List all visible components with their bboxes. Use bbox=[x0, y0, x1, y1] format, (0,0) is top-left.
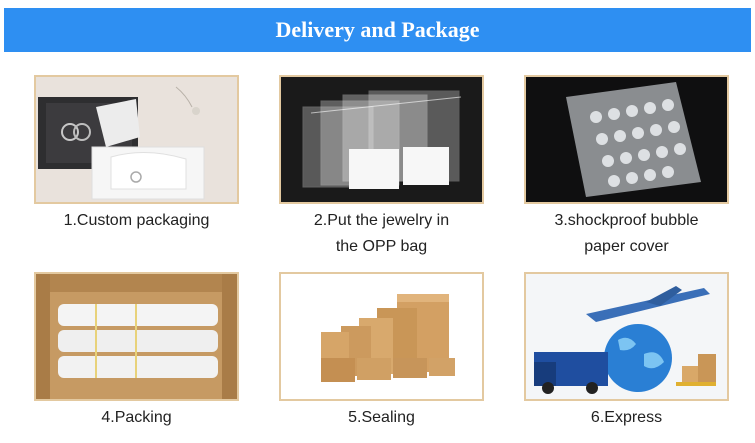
express-image bbox=[524, 272, 729, 401]
caption-line: the OPP bag bbox=[335, 238, 428, 255]
step-card-bubble-cover: 3.shockproof bubble paper cover bbox=[524, 75, 729, 260]
caption-line: 3.shockproof bubble bbox=[554, 212, 699, 229]
caption-line: paper cover bbox=[584, 238, 669, 255]
packed-carton-illustration bbox=[36, 274, 237, 399]
caption-line: 6.Express bbox=[590, 409, 663, 426]
sealing-image bbox=[279, 272, 484, 401]
caption-line: 2.Put the jewelry in bbox=[313, 212, 450, 229]
clear-opp-bags-illustration bbox=[281, 77, 482, 202]
express-shipping-illustration bbox=[526, 274, 727, 399]
jewelry-gift-box-illustration bbox=[36, 77, 237, 202]
custom-packaging-image bbox=[34, 75, 239, 204]
caption-line: 1.Custom packaging bbox=[63, 212, 210, 229]
carton-boxes-illustration bbox=[281, 274, 482, 399]
opp-bag-image bbox=[279, 75, 484, 204]
step-card-express: 6.Express bbox=[524, 272, 729, 431]
bubble-wrap-illustration bbox=[526, 77, 727, 202]
step-card-custom-packaging: 1.Custom packaging bbox=[34, 75, 239, 234]
caption-line: 4.Packing bbox=[101, 409, 172, 426]
packing-image bbox=[34, 272, 239, 401]
step-caption: 1.Custom packaging bbox=[34, 208, 239, 234]
step-card-opp-bag: 2.Put the jewelry in the OPP bag bbox=[279, 75, 484, 260]
step-caption: 5.Sealing bbox=[279, 405, 484, 431]
step-caption: 3.shockproof bubble paper cover bbox=[524, 208, 729, 260]
section-title: Delivery and Package bbox=[275, 17, 480, 42]
caption-line: 5.Sealing bbox=[348, 409, 415, 426]
step-caption: 4.Packing bbox=[34, 405, 239, 431]
step-card-packing: 4.Packing bbox=[34, 272, 239, 431]
bubble-paper-image bbox=[524, 75, 729, 204]
step-caption: 2.Put the jewelry in the OPP bag bbox=[279, 208, 484, 260]
section-title-banner: Delivery and Package bbox=[4, 8, 751, 52]
step-card-sealing: 5.Sealing bbox=[279, 272, 484, 431]
step-caption: 6.Express bbox=[524, 405, 729, 431]
